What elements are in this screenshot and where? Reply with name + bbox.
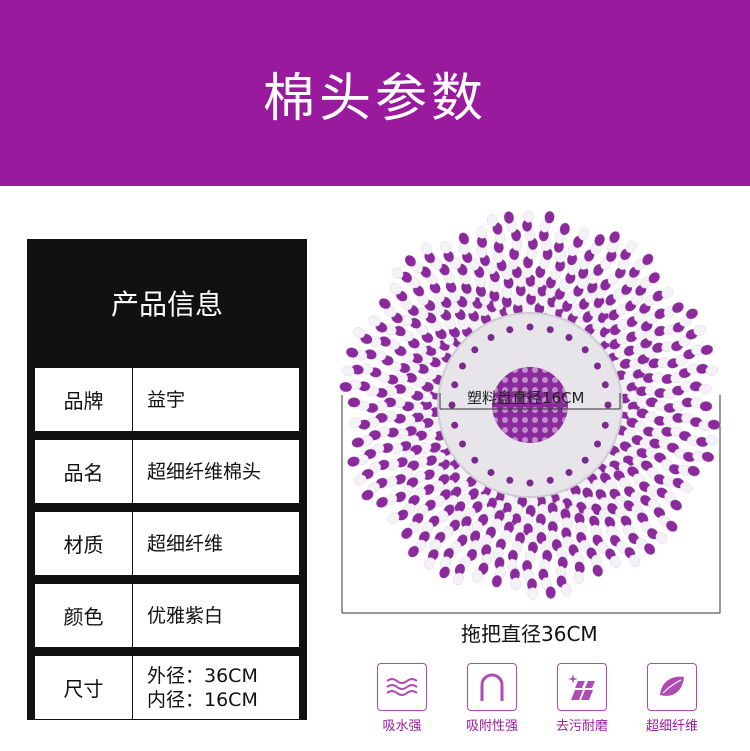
info-row-material: 材质 超细纤维 xyxy=(35,512,299,575)
sparkle-tiles-icon xyxy=(557,663,607,711)
mop-head-illustration: 塑料盘直径16CM 拖把直径36CM xyxy=(320,205,740,646)
feature-stain-removal: 去污耐磨 xyxy=(550,663,614,734)
product-info-heading: 产品信息 xyxy=(110,288,223,321)
info-value: 优雅紫白 xyxy=(147,604,224,627)
feature-microfiber: 超细纤维 xyxy=(640,663,704,734)
feature-adsorption: 吸附性强 xyxy=(460,663,524,734)
info-value: 超细纤维棉头 xyxy=(147,460,262,483)
header-banner: 棉头参数 xyxy=(0,0,750,186)
feature-label: 超细纤维 xyxy=(645,719,698,734)
feature-water-absorption: 吸水强 xyxy=(370,663,434,734)
fiber-leaf-icon xyxy=(647,663,697,711)
page-title: 棉头参数 xyxy=(262,68,487,129)
mop-head-image xyxy=(339,209,721,614)
inner-diameter-value: 内径：16CM xyxy=(147,688,258,711)
outer-diameter-value: 外径：36CM xyxy=(147,664,258,687)
product-info-table: 产品信息 品牌 益宇 品名 超细纤维棉头 材质 超细纤维 颜色 优雅紫白 尺寸 … xyxy=(27,239,307,720)
info-value-size: 外径：36CM 内径：16CM xyxy=(133,664,258,712)
feature-label: 吸水强 xyxy=(382,719,422,734)
feature-label: 吸附性强 xyxy=(465,719,518,734)
info-row-size: 尺寸 外径：36CM 内径：16CM xyxy=(35,656,299,719)
inner-diameter-label: 塑料盘直径16CM xyxy=(467,389,585,407)
info-value: 超细纤维 xyxy=(147,532,224,555)
info-key: 材质 xyxy=(35,512,133,575)
info-key: 颜色 xyxy=(35,584,133,647)
outer-diameter-label: 拖把直径36CM xyxy=(461,622,598,646)
info-row-name: 品名 超细纤维棉头 xyxy=(35,440,299,503)
info-row-brand: 品牌 益宇 xyxy=(35,368,299,431)
water-waves-icon xyxy=(377,663,427,711)
info-key: 品牌 xyxy=(35,368,133,431)
info-key: 尺寸 xyxy=(35,656,133,719)
feature-label: 去污耐磨 xyxy=(555,719,608,734)
info-value: 益宇 xyxy=(147,388,186,411)
magnet-arch-icon xyxy=(467,663,517,711)
info-row-color: 颜色 优雅紫白 xyxy=(35,584,299,647)
info-key: 品名 xyxy=(35,440,133,503)
feature-badges: 吸水强 吸附性强 去污耐磨 超细纤维 xyxy=(370,663,730,741)
